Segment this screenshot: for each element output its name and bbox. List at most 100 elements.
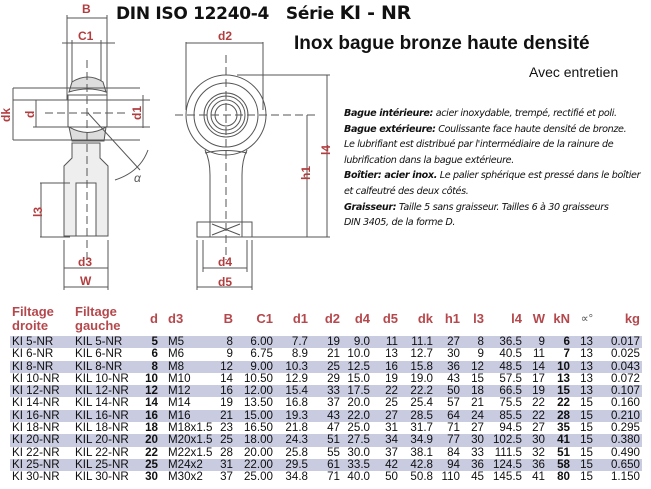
table-cell: 13 [385,347,398,361]
table-cell: 6.75 [250,347,273,361]
column-header: Filtage gauche [75,304,121,333]
table-cell: 25.0 [347,421,370,435]
description-text: et calfeutré des deux côtés. [344,185,469,197]
product-description: Bague intérieure: acier inoxydable, trem… [344,106,641,231]
table-cell: KIL 6-NR [75,347,123,361]
table-cell: 8.9 [291,347,308,361]
table-cell: 58 [547,458,572,472]
table-cell: 41 [547,434,572,447]
table-cell: 40.5 [499,347,522,361]
label-d3: d3 [78,255,92,269]
label-d1: d1 [130,106,144,120]
table-cell: 42.8 [400,458,435,472]
column-header: d1 [292,311,308,326]
table-cell: 0.210 [595,409,642,423]
table-cell: 10.3 [275,360,310,373]
table-cell: 10 [145,371,158,385]
table-cell: M5 [160,335,215,349]
table-cell: 13 [572,360,595,373]
table-cell: 15 [580,396,593,410]
table-cell: 40.0 [347,470,370,484]
table-cell: 13 [572,384,595,398]
table-cell: KI 25-NR [10,458,73,472]
table-cell: M30x2 [168,470,203,484]
table-cell: 27 [435,335,462,349]
table-cell: 0.490 [610,445,640,459]
table-cell: 75.5 [499,396,522,410]
table-cell: KI 8-NR [10,360,73,373]
table-cell: 36 [524,458,547,472]
table-cell: 0.043 [595,360,642,373]
table-cell: 55 [327,445,340,459]
table-cell: 36 [435,360,462,373]
table-cell: 0.380 [595,434,642,447]
table-cell: 13 [557,371,570,385]
table-cell: 15 [547,384,572,398]
table-cell: 37 [220,470,233,484]
table-cell: M10 [168,371,191,385]
table-cell: KIL 5-NR [73,335,140,349]
table-cell: 50 [385,470,398,484]
table-cell: 31.7 [410,421,433,435]
table-cell: M16 [160,409,215,423]
description-term: Boîtier: acier inox. [344,170,438,182]
table-cell: 8 [462,335,486,349]
table-cell: 14 [220,371,233,385]
table-cell: 11 [532,347,545,361]
table-cell: 31 [385,421,398,435]
table-cell: 28 [220,445,233,459]
column-header: d [150,311,158,326]
table-cell: 21 [471,396,484,410]
table-cell: 57 [447,396,460,410]
table-cell: 24 [462,409,486,423]
product-subtitle: Inox bague bronze haute densité [294,33,590,54]
label-C1: C1 [78,29,94,43]
table-cell: 57.5 [499,371,522,385]
table-cell: 13 [572,335,595,349]
table-cell: 36 [462,458,486,472]
table-cell: 19 [524,384,547,398]
hex-base [196,221,253,238]
table-cell: KI 30-NR [12,470,60,484]
table-cell: 12.5 [342,360,372,373]
table-cell: 23 [220,421,233,435]
description-line: lubrification dans la bague extérieure. [344,153,640,169]
table-cell: 42 [372,458,400,472]
table-cell: 8 [140,360,160,373]
table-cell: 47 [327,421,340,435]
table-cell: 71 [447,421,460,435]
column-header: B [223,311,233,326]
description-line: DIN 3405, de la forme D. [344,215,640,231]
table-cell: 22 [524,409,547,423]
table-cell: 19.3 [275,409,310,423]
table-cell: 12.9 [285,371,308,385]
label-h1: h1 [299,166,313,180]
table-cell: 29.5 [275,458,310,472]
table-cell: 6.00 [235,335,275,349]
description-text: acier inoxydable, trempé, rectifié et po… [433,108,617,119]
table-cell: 22.00 [235,458,275,472]
table-cell: 41 [532,470,545,484]
table-cell: 25 [385,396,398,410]
table-cell: 94 [435,458,462,472]
table-cell: 17.5 [342,384,372,398]
table-cell: 7 [563,347,570,361]
table-cell: 28 [547,409,572,423]
table-cell: 32 [532,445,545,459]
description-text: Coulissante face haute densité de bronze… [435,123,627,135]
label-d5: d5 [218,275,232,289]
table-cell: 64 [435,409,462,423]
table-cell: 85.5 [486,409,524,423]
table-cell: 6 [151,347,158,361]
table-cell: 24.3 [275,434,310,447]
table-cell: M6 [168,347,185,361]
table-cell: 145.5 [492,470,522,484]
table-cell: 110 [441,470,460,484]
